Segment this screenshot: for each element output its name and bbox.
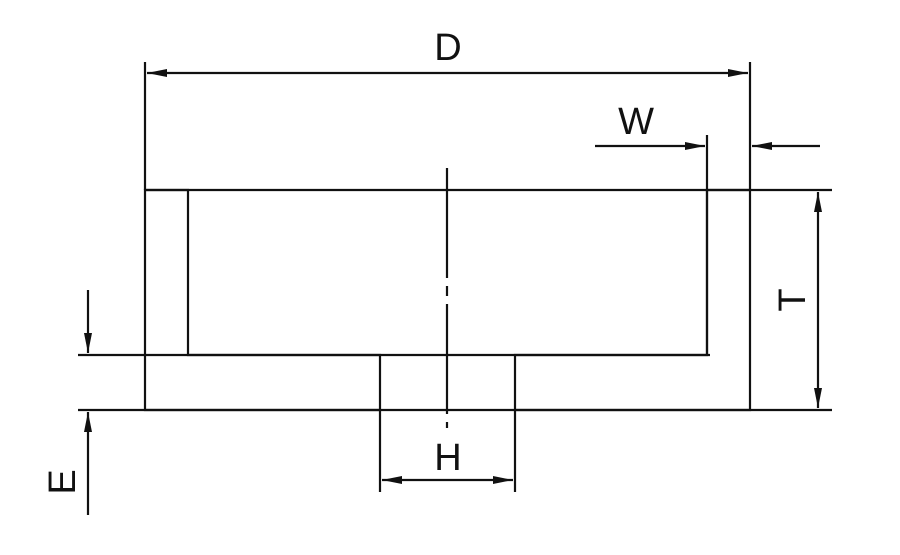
label-h: H [434,437,461,479]
right-abrasive-wall [513,188,752,412]
label-d: D [434,27,461,69]
dimension-h: H [378,410,517,492]
dimension-t: T [772,192,822,408]
dimension-e: E [42,290,92,515]
label-e: E [42,469,84,494]
label-w: W [618,101,654,143]
dimension-d: D [143,27,752,190]
dimension-w: W [595,101,820,355]
label-t: T [772,288,814,311]
left-abrasive-wall [143,188,382,412]
